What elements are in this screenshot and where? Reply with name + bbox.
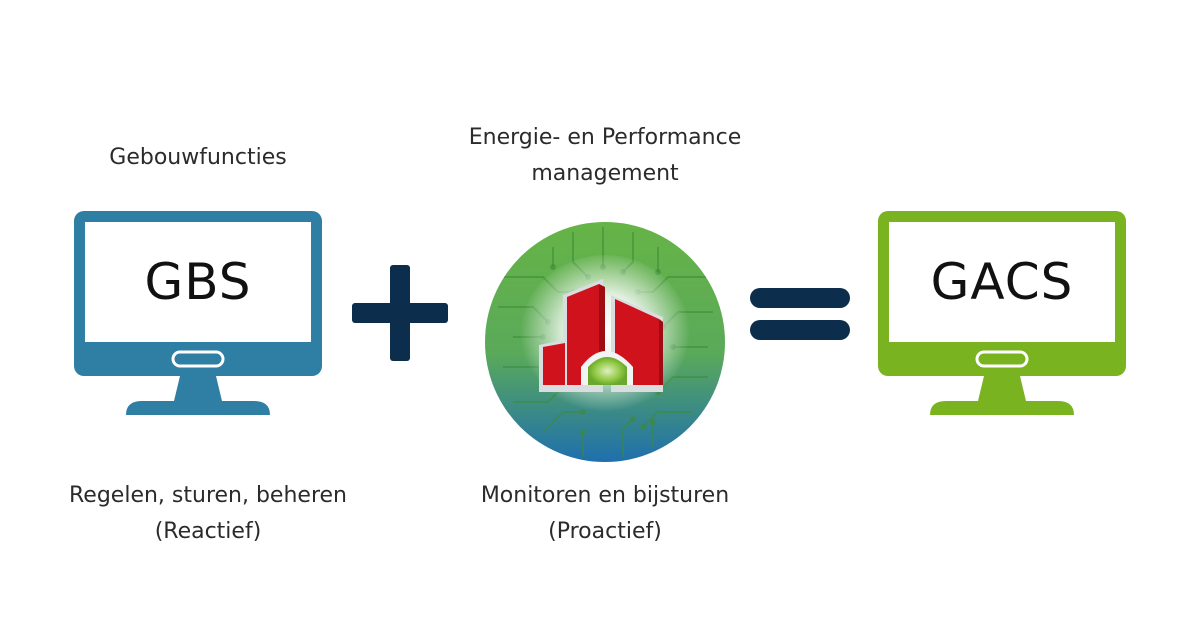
gacs-monitor-icon xyxy=(878,211,1126,415)
left-bottom-caption: Regelen, sturen, beheren (Reactief) xyxy=(58,478,358,550)
gbs-screen-label: GBS xyxy=(144,253,252,311)
equals-icon xyxy=(750,288,850,340)
gebouwfuncties-text: Gebouwfuncties xyxy=(109,145,287,170)
gbs-monitor-icon xyxy=(74,211,322,415)
reactief-text: (Reactief) xyxy=(154,519,262,544)
regelen-text: Regelen, sturen, beheren xyxy=(69,483,347,508)
energie-label: Energie- en Performance management xyxy=(455,120,755,192)
management-text: management xyxy=(531,161,679,186)
proactief-text: (Proactief) xyxy=(548,519,662,544)
gacs-screen-label: GACS xyxy=(930,253,1074,311)
plus-icon xyxy=(352,265,448,361)
building-circuit-logo-icon xyxy=(485,222,725,462)
gebouwfuncties-label: Gebouwfuncties xyxy=(48,140,348,176)
middle-bottom-caption: Monitoren en bijsturen (Proactief) xyxy=(455,478,755,550)
monitoren-text: Monitoren en bijsturen xyxy=(480,483,730,508)
energie-text: Energie- en Performance xyxy=(468,125,742,150)
